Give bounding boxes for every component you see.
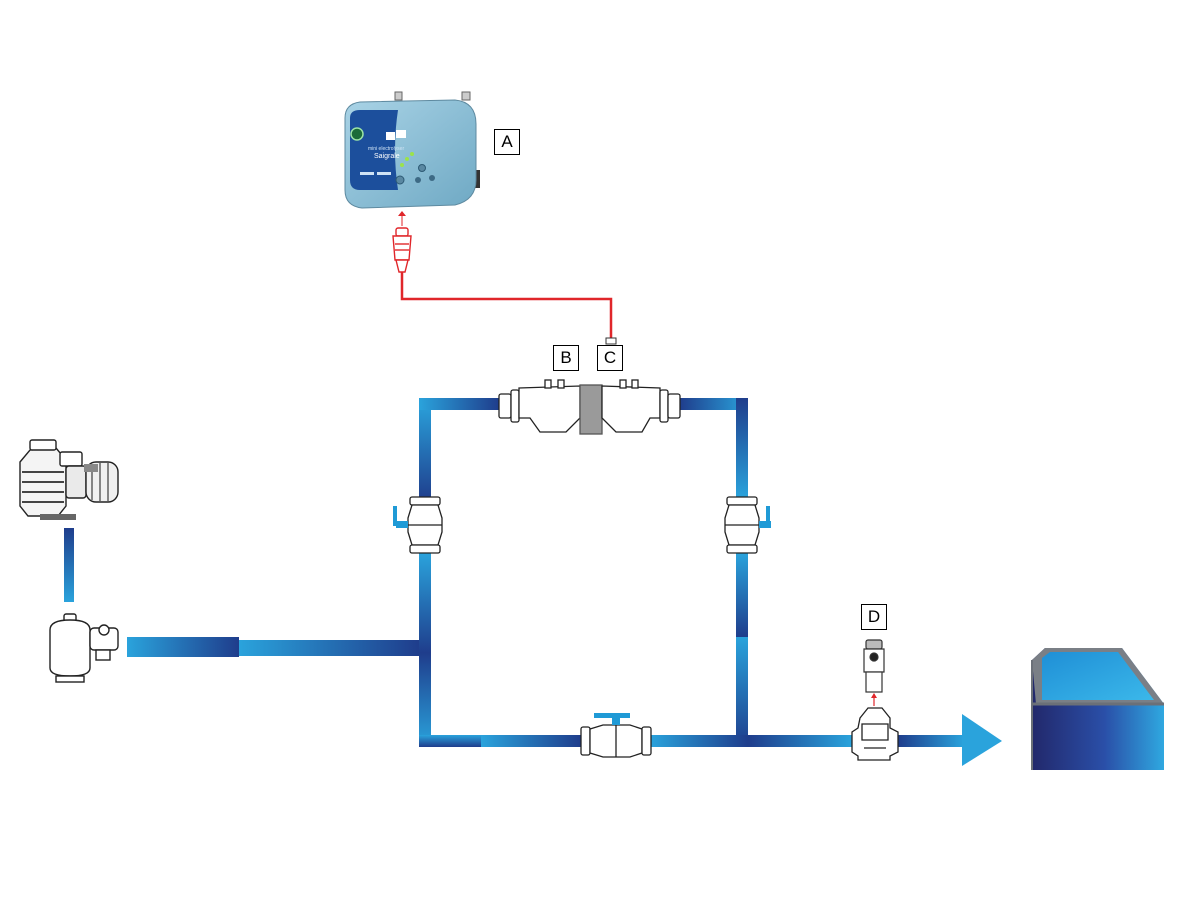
pump-icon — [19, 439, 119, 520]
pipe-network — [64, 398, 964, 747]
pipe-filter-out-1 — [127, 637, 239, 657]
pipe-top-right — [680, 398, 748, 410]
ball-valve-icon — [724, 496, 771, 554]
pool-icon — [1031, 648, 1164, 770]
label-a: A — [494, 129, 520, 155]
cable-plug-icon — [392, 211, 412, 273]
pipe-return — [898, 735, 964, 747]
ball-valve-icon — [393, 496, 443, 554]
svg-text:mini electrolyser: mini electrolyser — [368, 146, 404, 152]
pipe-right-riser-bottom — [736, 553, 748, 637]
ph-probe-icon — [863, 639, 885, 706]
pipe-left-riser-top — [419, 401, 431, 501]
cable-entry — [605, 337, 617, 345]
pipe-left-riser-bottom — [419, 553, 431, 653]
label-c: C — [597, 345, 623, 371]
electrolysis-cell-icon — [498, 379, 681, 435]
probe-holder-icon — [851, 707, 899, 761]
ball-valve-icon — [580, 713, 652, 758]
label-d: D — [861, 604, 887, 630]
pipe-bottom-mid — [481, 735, 581, 747]
pipe-right-riser-top — [736, 398, 748, 498]
svg-text:Saigrale: Saigrale — [374, 153, 400, 160]
pipe-outlet — [748, 735, 852, 747]
pipe-bottom-left — [419, 735, 481, 747]
flow-arrow-icon — [962, 714, 1002, 766]
pipe-filter-out-2 — [239, 640, 419, 656]
pipe-pump-filter — [64, 528, 74, 602]
pipe-top-left — [419, 398, 499, 410]
sensor-cable — [400, 270, 613, 338]
sand-filter-icon — [49, 613, 119, 683]
pipe-bottom-right — [650, 735, 748, 747]
pipe-left-lower — [419, 653, 431, 747]
pipe-right-lower — [736, 637, 748, 747]
label-b: B — [553, 345, 579, 371]
controller-unit-icon: mini electrolyser Saigrale — [344, 91, 480, 209]
